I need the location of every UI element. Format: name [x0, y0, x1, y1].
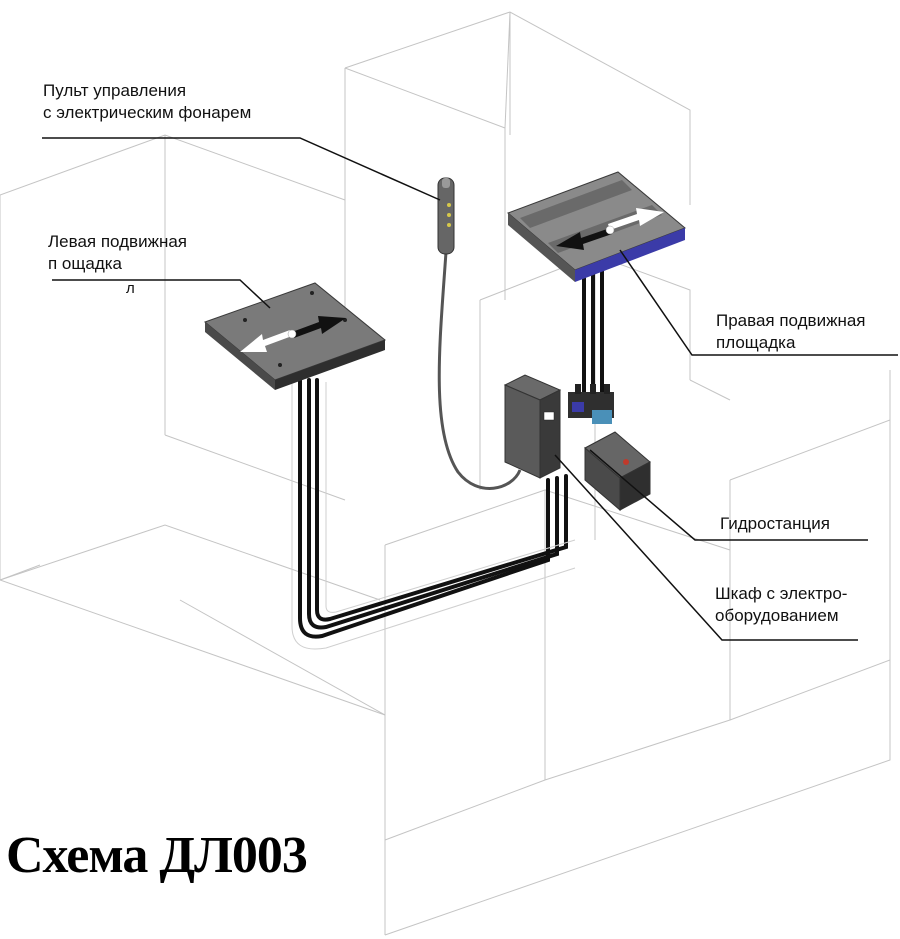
valve-block	[568, 384, 614, 424]
cabinet-label-line2: оборудованием	[715, 606, 839, 625]
left-platform-label-line2: п ощадка	[48, 254, 123, 273]
left-platform	[204, 282, 386, 390]
hydro-station-label: Гидростанция	[720, 514, 830, 533]
right-platform-label-line1: Правая подвижная	[716, 311, 866, 330]
right-platform	[507, 171, 686, 282]
left-platform-label-line1: Левая подвижная	[48, 232, 187, 251]
hose-channel	[291, 382, 576, 650]
right-platform-label-line2: площадка	[716, 333, 796, 352]
remote-cable	[437, 251, 522, 490]
left-platform-label-line3: л	[126, 280, 135, 297]
cabinet-label-line1: Шкаф с электро-	[715, 584, 848, 603]
pit-wireframe	[0, 11, 891, 936]
hydraulic-hoses	[298, 266, 604, 639]
leader-lines	[42, 137, 898, 641]
remote-label-line2: с электрическим фонарем	[43, 103, 252, 122]
remote-label-line1: Пульт управления	[43, 81, 187, 100]
electrical-cabinet	[503, 374, 562, 479]
remote-control-pendant	[437, 177, 455, 255]
hydraulic-station	[584, 431, 651, 512]
diagram-title: Схема ДЛ003	[6, 827, 308, 884]
